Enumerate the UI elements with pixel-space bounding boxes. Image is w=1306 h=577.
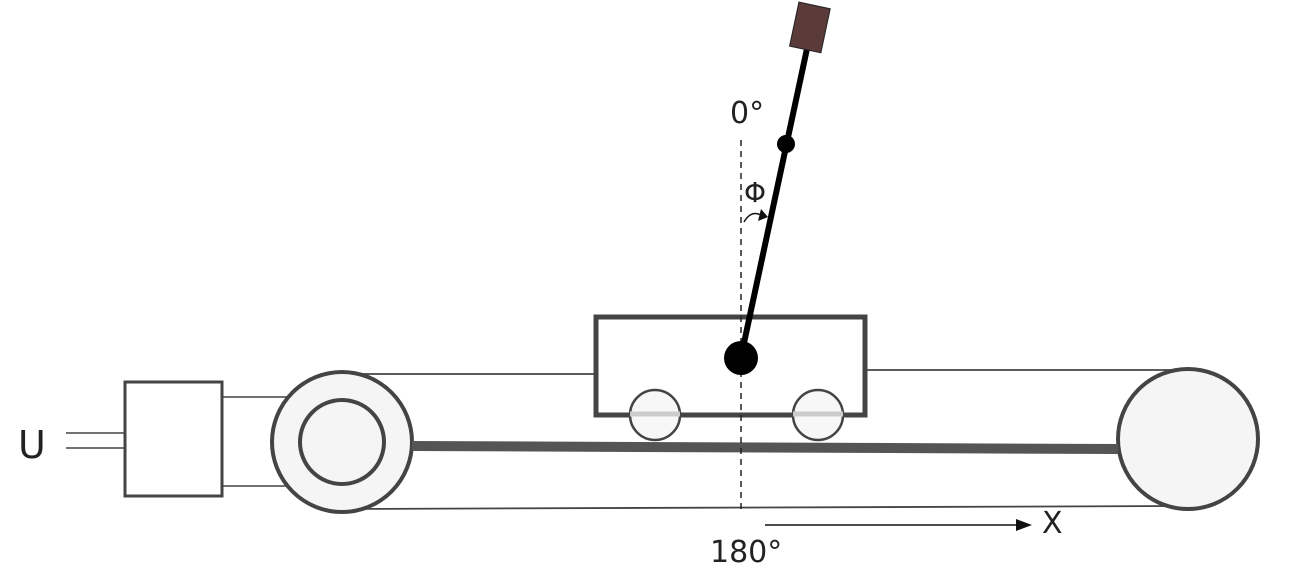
x-axis-arrow-head: [1016, 519, 1032, 531]
left-pulley-inner: [298, 398, 386, 486]
belt-bottom: [341, 505, 1189, 510]
angle-arc: [743, 212, 762, 223]
x-axis-label: X: [1042, 506, 1063, 541]
motor-box: [123, 380, 224, 498]
pendulum-mass: [788, 1, 831, 54]
rail: [411, 441, 1119, 454]
right-pulley: [1116, 367, 1260, 511]
pendulum-rod: [738, 41, 811, 360]
angle-arc-arrow: [758, 209, 768, 221]
input-label: U: [18, 423, 46, 467]
angle-symbol-label: Φ: [744, 176, 766, 209]
angle-top-label: 0°: [730, 96, 764, 131]
pendulum-pivot: [724, 341, 758, 375]
pendulum-joint: [777, 135, 795, 153]
angle-bottom-label: 180°: [710, 535, 782, 570]
